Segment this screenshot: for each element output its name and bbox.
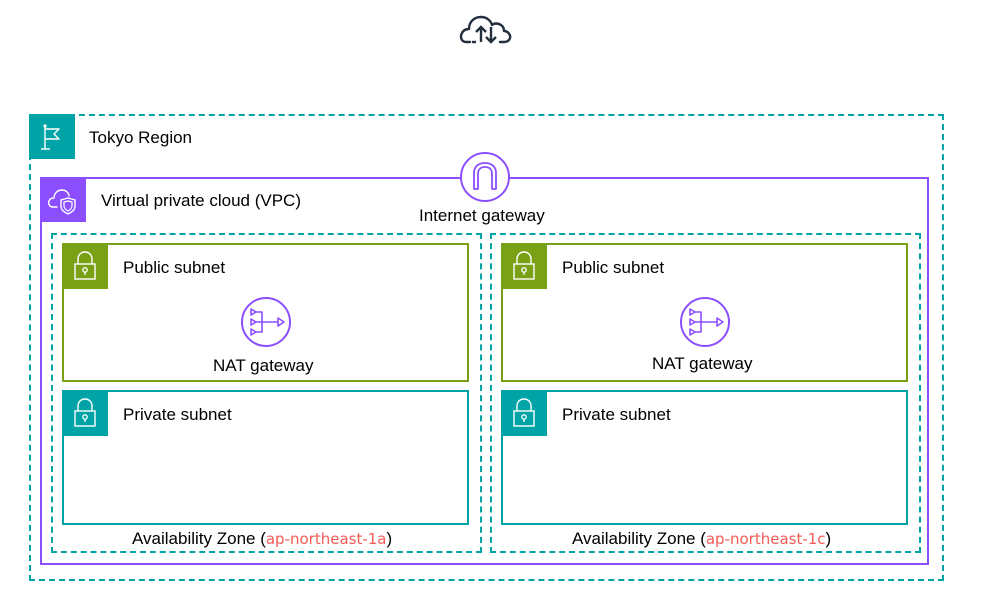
nat-gateway-icon bbox=[679, 296, 731, 348]
nat-gateway-label: NAT gateway bbox=[652, 354, 753, 373]
private-subnet-label: Private subnet bbox=[123, 405, 232, 424]
zone-id: ap-northeast-1a bbox=[265, 530, 387, 548]
vpc-label: Virtual private cloud (VPC) bbox=[101, 191, 301, 210]
internet-gateway-icon bbox=[459, 151, 511, 203]
lock-icon bbox=[501, 243, 547, 289]
availability-zone-1a bbox=[51, 233, 482, 553]
az-label-prefix: Availability Zone ( bbox=[132, 529, 266, 548]
nat-gateway-icon bbox=[240, 296, 292, 348]
zone-id: ap-northeast-1c bbox=[705, 530, 826, 548]
public-subnet: Public subnet NAT gateway bbox=[62, 243, 469, 382]
region-label: Tokyo Region bbox=[89, 128, 193, 147]
private-subnet-label: Private subnet bbox=[562, 405, 671, 424]
lock-icon bbox=[62, 390, 108, 436]
availability-zone-label: Availability Zone (ap-northeast-1a) bbox=[132, 529, 392, 549]
public-subnet-label: Public subnet bbox=[562, 258, 665, 277]
lock-icon bbox=[501, 390, 547, 436]
private-subnet: Private subnet bbox=[501, 390, 908, 525]
availability-zone-1c bbox=[490, 233, 921, 553]
az-label-suffix: ) bbox=[825, 529, 832, 548]
public-subnet: Public subnet NAT gateway bbox=[501, 243, 908, 382]
private-subnet: Private subnet bbox=[62, 390, 469, 525]
availability-zone-label: Availability Zone (ap-northeast-1c) bbox=[572, 529, 831, 549]
nat-gateway-label: NAT gateway bbox=[213, 356, 314, 375]
internet-cloud-icon bbox=[458, 8, 514, 46]
az-label-prefix: Availability Zone ( bbox=[572, 529, 706, 548]
region-group: Tokyo Region bbox=[29, 114, 944, 581]
internet-gateway-label: Internet gateway bbox=[419, 206, 545, 225]
az-label-suffix: ) bbox=[386, 529, 393, 548]
vpc-cloud-shield-icon bbox=[40, 177, 86, 222]
lock-icon bbox=[62, 243, 108, 289]
region-flag-icon bbox=[29, 114, 75, 159]
public-subnet-label: Public subnet bbox=[123, 258, 226, 277]
